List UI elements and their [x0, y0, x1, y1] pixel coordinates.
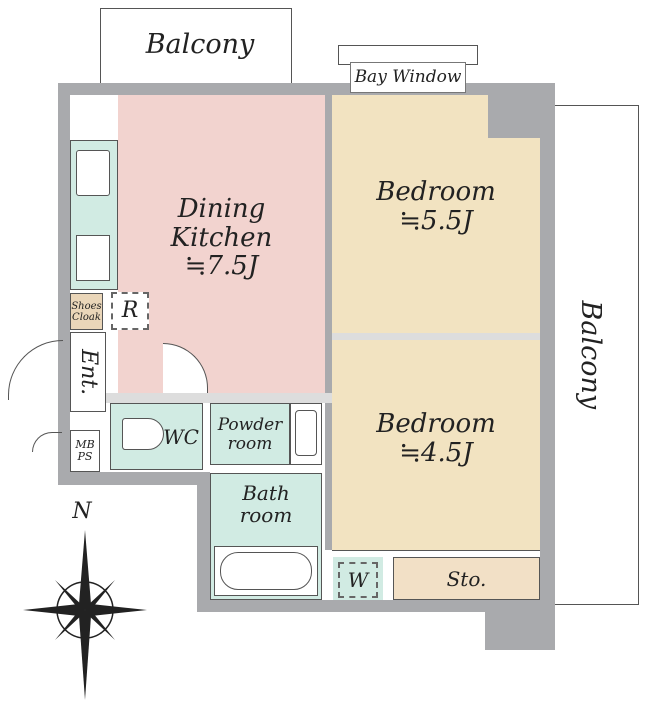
washer-area — [333, 557, 383, 600]
bathtub-inner-icon — [220, 552, 312, 590]
closet-doors[interactable] — [332, 550, 540, 557]
wall-corner — [485, 600, 555, 650]
entrance-door-swing[interactable] — [8, 340, 63, 400]
mb-label: MB — [75, 437, 95, 451]
storage: Sto. — [393, 557, 540, 600]
dining-size: ≒7.5J — [184, 251, 259, 282]
toilet-icon — [122, 418, 164, 450]
ps-label: PS — [77, 450, 93, 463]
dining-label-line2: Kitchen — [170, 222, 273, 253]
north-label: N — [72, 499, 92, 524]
balcony-right-label: Balcony — [574, 300, 606, 410]
dining-kitchen — [118, 95, 325, 393]
wall-bath-left — [197, 472, 210, 612]
dining-label-line1: Dining — [177, 194, 266, 224]
washer-space: W — [338, 562, 378, 598]
dining-kitchen-label: Dining Kitchen ≒7.5J — [118, 195, 325, 281]
entrance — [70, 332, 106, 412]
balcony-right — [555, 105, 639, 605]
wall-left — [58, 83, 70, 485]
powder-label-line2: room — [227, 433, 273, 454]
wall-bottom-left — [58, 472, 203, 485]
wall-mid — [103, 393, 332, 403]
wall-top — [58, 83, 555, 95]
entrance-label: Ent. — [76, 349, 102, 396]
stove-icon — [76, 235, 110, 281]
bath-label-line2: room — [239, 503, 293, 527]
balcony-top — [100, 8, 292, 85]
sink-icon — [76, 150, 110, 196]
refrigerator-space: R — [111, 292, 149, 330]
mb-door-swing — [32, 432, 62, 452]
bedroom-1-size: ≒5.5J — [399, 205, 473, 236]
bedroom-1-ext — [488, 138, 540, 333]
bedroom-2-size: ≒4.5J — [399, 437, 473, 468]
wc-label: WC — [163, 425, 199, 449]
wall-center — [325, 95, 332, 550]
bay-window-label: Bay Window — [350, 62, 466, 93]
bedroom-1-name: Bedroom — [376, 177, 496, 207]
bath-label-line1: Bath — [242, 481, 290, 505]
basin-icon — [295, 410, 317, 456]
wall-right — [540, 83, 555, 612]
bedroom-1 — [332, 95, 488, 333]
powder-label-line1: Powder — [217, 415, 283, 435]
balcony-top-label: Balcony — [145, 29, 255, 60]
bedroom-divider — [332, 333, 540, 340]
compass-rose-icon — [23, 530, 147, 700]
wall-bottom — [197, 600, 555, 612]
bedroom-1-label: Bedroom≒5.5J — [332, 178, 540, 235]
wall-notch — [488, 95, 540, 138]
shoes-label: Shoes — [71, 300, 102, 312]
bedroom-2-label: Bedroom≒4.5J — [332, 410, 540, 467]
cloak-label: Cloak — [72, 311, 101, 323]
powder-room — [210, 403, 290, 465]
bedroom-2-name: Bedroom — [376, 409, 496, 439]
bedroom-2 — [332, 340, 540, 550]
